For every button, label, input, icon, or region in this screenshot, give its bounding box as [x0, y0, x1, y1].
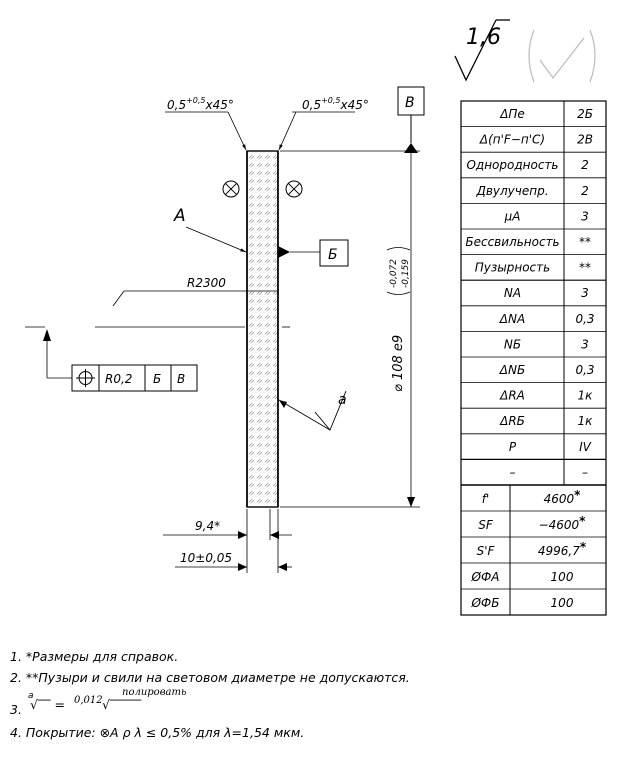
note-3-mark: а [28, 691, 34, 701]
chamfer-right-callout: 0,5+0,5x45° [278, 96, 369, 151]
table-param-name: Однородность [466, 158, 558, 172]
lens-section [246, 150, 279, 508]
table-optic-star: * [574, 488, 581, 502]
table-optic-name: ØФБ [470, 596, 499, 610]
table-param-name: ΔNБ [499, 363, 525, 377]
chamfer-left-callout: 0,5+0,5x45° [165, 96, 247, 151]
note-4: 4. Покрытие: ⊗A ρ λ ≤ 0,5% для λ=1,54 мк… [10, 725, 305, 740]
datum-b2-callout: Б [278, 239, 349, 267]
thickness-dimensions: 9,4* 10±0,05 [163, 509, 292, 573]
crossed-circle-icon [222, 180, 240, 198]
table-param-value: 2Б [577, 107, 593, 121]
chamfer-right-value: 0,5 [302, 98, 321, 112]
table-optic-value: −4600* [539, 514, 587, 532]
table-optic-value: 4996,7* [538, 540, 587, 558]
thickness-main: 10±0,05 [180, 551, 232, 565]
table-param-value: – [582, 465, 588, 479]
surface-mark-label: а [338, 392, 347, 408]
chamfer-right-angle: x45° [340, 98, 369, 112]
table-param-name: Пузырность [475, 261, 550, 275]
radius-label: R2300 [187, 276, 226, 290]
tolerance-value: R0,2 [105, 372, 132, 386]
note-3-prefix: 3. [10, 702, 22, 717]
chamfer-left-value: 0,5 [167, 98, 186, 112]
surface-mark-callout: а [278, 390, 347, 431]
table-param-name: ΔПе [499, 107, 525, 121]
note-3: 3. а √‾‾ = 0,012 √‾‾‾‾‾ полировать [10, 687, 187, 717]
table-param-value: ** [579, 235, 591, 249]
note-3-text: полировать [122, 687, 187, 698]
table-optic-star: * [580, 540, 587, 554]
table-optic-value: 100 [551, 596, 574, 610]
crossed-circle-icon [285, 180, 303, 198]
table-optic-name: S'F [477, 544, 496, 558]
table-param-name: ΔRБ [499, 414, 525, 428]
table-param-name: Δ(п'F−п'C) [479, 133, 545, 147]
chamfer-left-angle: x45° [205, 98, 234, 112]
table-param-name: μA [504, 209, 521, 223]
table-optic-name: SF [478, 518, 494, 532]
roughness-value: 1,6 [466, 25, 501, 50]
table-optic-name: ØФА [471, 570, 500, 584]
roughness-symbol: 1,6 [454, 19, 510, 82]
chamfer-right-tol: +0,5 [321, 96, 340, 105]
thickness-ref: 9,4* [195, 519, 220, 533]
table-param-value: 1к [578, 414, 594, 428]
table-param-name: ΔNA [499, 312, 525, 326]
radius-callout: R2300 [112, 276, 278, 307]
chamfer-left-tol: +0,5 [186, 96, 205, 105]
table-param-name: ΔRA [499, 389, 525, 403]
table-param-name: NБ [504, 337, 521, 351]
table-param-name: Бессвильность [465, 235, 559, 249]
table-param-value: 0,3 [575, 363, 594, 377]
table-param-value: 1к [578, 389, 594, 403]
tolerance-datum-1: Б [153, 372, 161, 386]
table-param-name: NA [504, 286, 521, 300]
table-param-name: – [510, 465, 516, 479]
table-param-value: 2 [581, 158, 589, 172]
table-param-name: Двулучепр. [475, 184, 548, 198]
datum-b-label: В [405, 95, 415, 111]
diameter-lower: -0,159 [401, 259, 411, 288]
table-optic-value: 100 [551, 570, 574, 584]
svg-text:⌀ 108 е9: ⌀ 108 е9 [391, 335, 406, 392]
table-param-value: IV [579, 440, 592, 454]
svg-text:0,5+0,5x45°: 0,5+0,5x45° [167, 96, 234, 112]
diameter-dimension: ⌀ 108 е9 -0,072 -0,159 [386, 153, 415, 507]
table-optic-name: f' [482, 492, 490, 506]
surface-a-label: А [173, 206, 186, 226]
tolerance-frame: R0,2 Б В [43, 329, 198, 392]
table-param-value: 3 [581, 286, 589, 300]
diameter-main: 108 е9 [391, 335, 406, 380]
datum-b2-label: Б [328, 247, 338, 263]
notes: 1. *Размеры для справок. 2. **Пузыри и с… [10, 646, 620, 743]
general-roughness-icon [528, 29, 596, 83]
note-3-value: 0,012 [74, 695, 103, 706]
table-optic-star: * [579, 514, 586, 528]
datum-b-triangle [404, 143, 418, 153]
note-1: 1. *Размеры для справок. [10, 649, 179, 664]
tolerance-datum-2: В [177, 372, 185, 386]
note-2: 2. **Пузыри и свили на световом диаметре… [10, 670, 410, 685]
table-param-value: ** [579, 261, 591, 275]
table-param-value: 0,3 [575, 312, 594, 326]
table-param-value: 3 [581, 337, 589, 351]
position-icon [76, 369, 95, 387]
table-param-value: 3 [581, 209, 589, 223]
table-param-name: P [509, 440, 517, 454]
table-param-value: 2 [581, 184, 589, 198]
table-param-value: 2В [577, 133, 593, 147]
svg-text:0,5+0,5x45°: 0,5+0,5x45° [302, 96, 369, 112]
table-optic-value: 4600* [544, 488, 582, 506]
diameter-upper: -0,072 [389, 259, 399, 288]
surface-a-callout: А [173, 206, 247, 253]
